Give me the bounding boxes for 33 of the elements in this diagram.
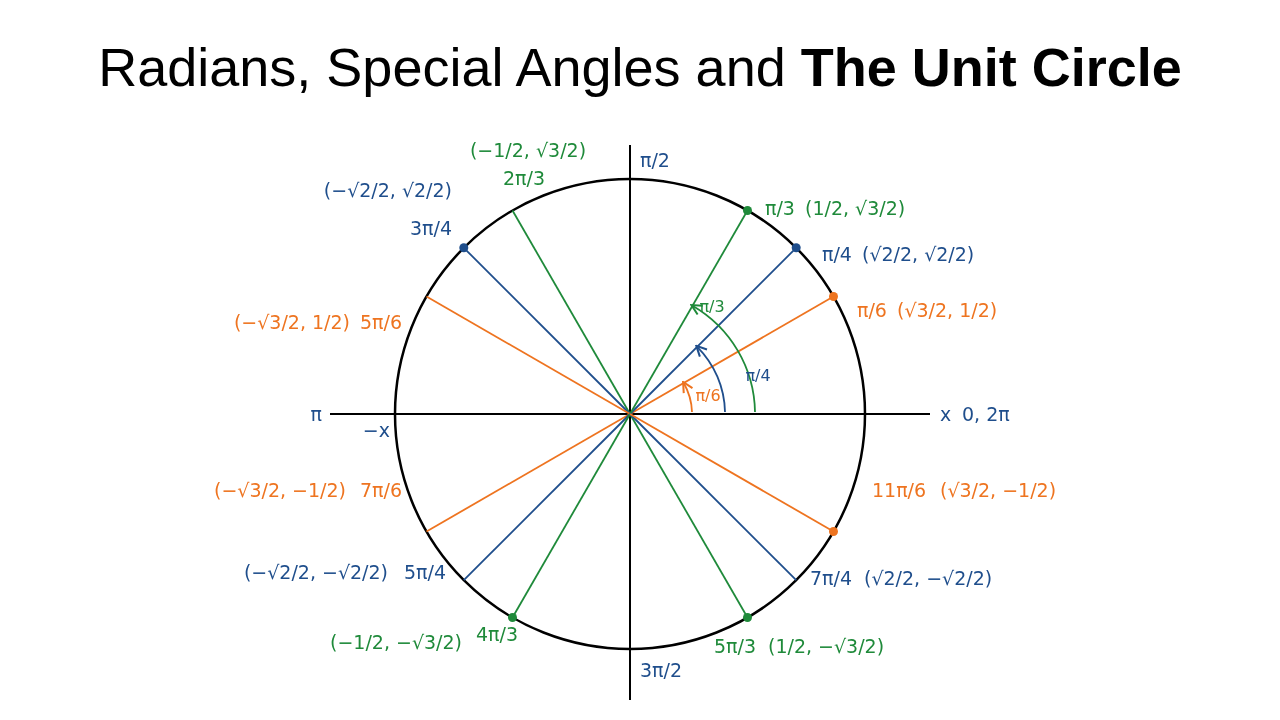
angle-label: π/3 bbox=[699, 298, 725, 316]
angle-label: 4π/3 bbox=[475, 623, 518, 645]
axis-label: 3π/2 bbox=[640, 659, 683, 681]
coordinate-label: (−√2/2, √2/2) bbox=[323, 179, 452, 201]
axis-label: π bbox=[310, 403, 322, 425]
coordinate-label: (√2/2, −√2/2) bbox=[864, 567, 993, 589]
coordinate-label: (1/2, √3/2) bbox=[805, 197, 906, 219]
angle-label: 7π/6 bbox=[359, 479, 402, 501]
axis-label: x bbox=[940, 403, 952, 425]
angle-label: 5π/6 bbox=[359, 311, 402, 333]
angle-label: 5π/3 bbox=[714, 635, 757, 657]
angle-label: 2π/3 bbox=[503, 167, 545, 189]
coordinate-label: (−√2/2, −√2/2) bbox=[243, 561, 388, 583]
coordinate-label: (√3/2, 1/2) bbox=[897, 299, 998, 321]
axis-label: π/2 bbox=[640, 149, 670, 171]
axis-label: 0, 2π bbox=[962, 403, 1010, 425]
angle-label: 3π/4 bbox=[409, 217, 452, 239]
coordinate-label: (−1/2, −√3/2) bbox=[330, 631, 462, 653]
coordinate-label: (−1/2, √3/2) bbox=[469, 139, 587, 161]
coordinate-label: (1/2, −√3/2) bbox=[768, 635, 885, 657]
angle-label: π/6 bbox=[695, 387, 721, 405]
title: Radians, Special Angles and The Unit Circle bbox=[97, 38, 1183, 98]
coordinate-label: (−√3/2, 1/2) bbox=[233, 311, 350, 333]
angle-label: 5π/4 bbox=[403, 561, 446, 583]
coordinate-label: (√3/2, −1/2) bbox=[940, 479, 1057, 501]
angle-label: π/6 bbox=[857, 299, 887, 321]
angle-label: 11π/6 bbox=[872, 479, 927, 501]
angle-label: π/3 bbox=[765, 197, 795, 219]
axis-label: −x bbox=[362, 419, 390, 441]
coordinate-label: (−√3/2, −1/2) bbox=[214, 479, 346, 501]
coordinate-label: (√2/2, √2/2) bbox=[862, 243, 975, 265]
angle-label: π/4 bbox=[822, 243, 852, 265]
angle-label: 7π/4 bbox=[810, 567, 853, 589]
